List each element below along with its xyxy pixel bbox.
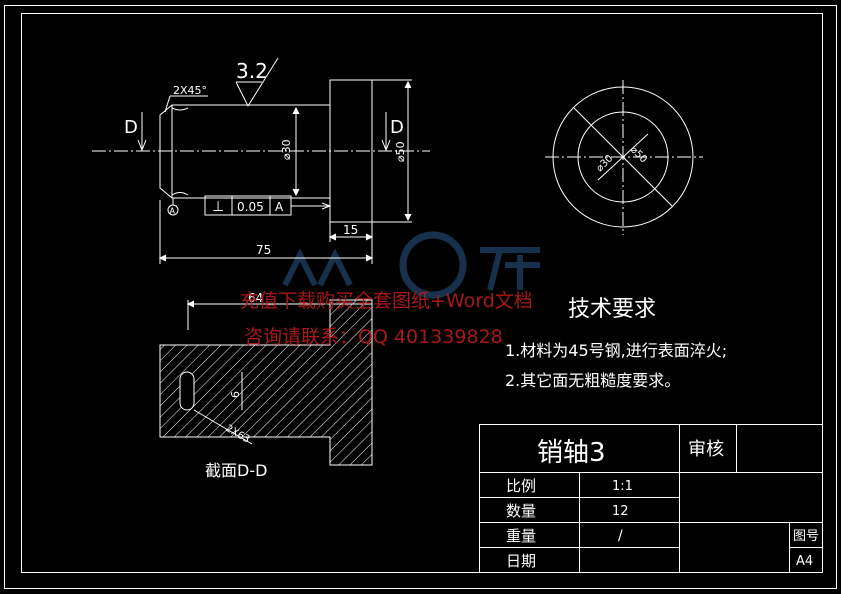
drawing-no-value: A4 xyxy=(796,554,813,569)
groove-depth-label: 6 xyxy=(229,391,242,398)
scale-value: 1:1 xyxy=(612,479,633,494)
tech-req-title: 技术要求 xyxy=(568,297,656,322)
tolerance-datum: A xyxy=(275,200,284,214)
end-view xyxy=(545,80,703,235)
dia50-label: ⌀50 xyxy=(394,141,407,162)
watermark-line1: 充值下载购买全套图纸+Word文档 xyxy=(240,290,533,312)
len15-label: 15 xyxy=(343,223,358,237)
len64-label: 64 xyxy=(248,291,263,305)
section-letter-left: D xyxy=(124,117,138,138)
scale-label: 比例 xyxy=(506,477,536,495)
review-label: 审核 xyxy=(688,439,724,460)
drawing-no-label: 图号 xyxy=(793,529,819,544)
tolerance-symbol: ⊥ xyxy=(212,199,224,215)
inner-frame xyxy=(21,13,823,573)
len75-label: 75 xyxy=(256,243,271,257)
watermark-line2: 咨询请联系：QQ 401339828 xyxy=(244,326,503,348)
qty-value: 12 xyxy=(612,504,629,519)
end-dia30-label: ⌀30 xyxy=(594,153,615,174)
front-view xyxy=(92,57,430,264)
weight-label: 重量 xyxy=(506,527,536,545)
tech-req-line2: 2.其它面无粗糙度要求。 xyxy=(505,371,680,390)
outer-frame xyxy=(4,5,837,589)
tolerance-value: 0.05 xyxy=(237,200,264,214)
weight-value: / xyxy=(618,528,623,544)
chamfer-label: 2X45° xyxy=(173,84,207,97)
surface-finish-label: 3.2 xyxy=(236,59,268,83)
datum-label: A xyxy=(170,207,176,216)
section-letter-right: D xyxy=(390,117,404,138)
part-name: 销轴3 xyxy=(537,438,606,468)
section-view xyxy=(159,299,373,466)
qty-label: 数量 xyxy=(506,502,536,520)
section-caption: 截面D-D xyxy=(205,461,267,480)
tech-req-line1: 1.材料为45号钢,进行表面淬火; xyxy=(505,341,727,360)
dia30-label: ⌀30 xyxy=(280,139,293,160)
date-label: 日期 xyxy=(506,552,536,570)
watermark-logo xyxy=(282,231,540,299)
end-dia50-label: ⌀50 xyxy=(628,144,649,165)
title-block xyxy=(479,424,823,573)
